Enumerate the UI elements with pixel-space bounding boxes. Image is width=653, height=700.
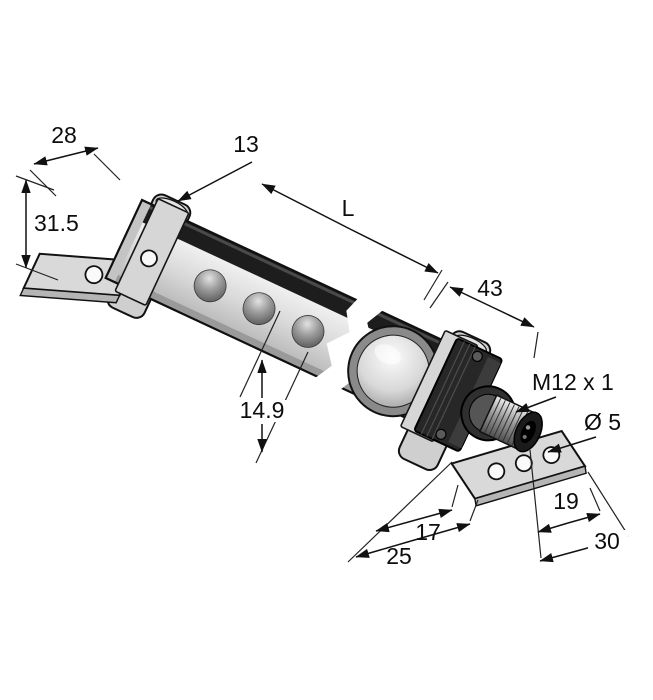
dim-label-hole-dia: Ø 5 <box>584 409 621 435</box>
dim-43: 43 <box>429 275 539 359</box>
label-backing <box>236 400 288 422</box>
cap-screw-2 <box>435 428 447 440</box>
mounting-hole-1 <box>487 462 506 481</box>
dim-label-14-9: 14.9 <box>240 397 285 423</box>
dim-30: 30 <box>539 528 629 563</box>
dim-label-19: 19 <box>553 488 579 514</box>
dim-28: 28 <box>29 122 121 197</box>
ext-line-foot-tip <box>587 471 627 533</box>
dim-14-9: 14.9 <box>236 310 309 464</box>
mounting-hole-2 <box>514 454 533 473</box>
dim-label-30: 30 <box>594 528 620 554</box>
dim-label-25: 25 <box>386 543 412 569</box>
cap-screw-1 <box>471 350 483 362</box>
indicator-dome-3 <box>291 315 325 348</box>
dim-label-m12: M12 x 1 <box>532 369 614 395</box>
dim-L: L <box>261 183 443 301</box>
dim-label-L: L <box>342 195 355 221</box>
right-foot-edge <box>474 465 587 507</box>
indicator-dome-1 <box>193 269 227 303</box>
left-foot-edge <box>19 287 121 304</box>
dim-19: 19 <box>537 487 601 533</box>
connector-pin <box>525 425 531 430</box>
dim-31-5: 31.5 <box>15 175 79 281</box>
connector-pin <box>522 434 527 439</box>
dim-m12: M12 x 1 <box>515 369 614 413</box>
label-backing <box>588 530 628 554</box>
dim-13: 13 <box>177 131 259 202</box>
dim-hole-dia: Ø 5 <box>547 409 621 453</box>
dim-label-43: 43 <box>477 275 503 301</box>
indicator-dome-2 <box>242 292 276 326</box>
dim-17: 17 <box>375 484 459 545</box>
sensor-assembly <box>19 193 587 507</box>
band-screw-hole <box>140 249 158 268</box>
dim-label-13: 13 <box>233 131 259 157</box>
break-line <box>311 296 385 393</box>
dim-label-28: 28 <box>51 122 77 148</box>
ext-line-connector-axis <box>529 449 542 559</box>
dim-label-17: 17 <box>415 519 441 545</box>
dim-label-31-5: 31.5 <box>34 210 79 236</box>
left-foot-hole <box>84 265 104 285</box>
dim-25: 25 <box>355 499 479 569</box>
housing-left-end <box>105 200 152 283</box>
left-clamp-band <box>114 198 190 306</box>
ext-line-left-foot <box>347 461 453 563</box>
